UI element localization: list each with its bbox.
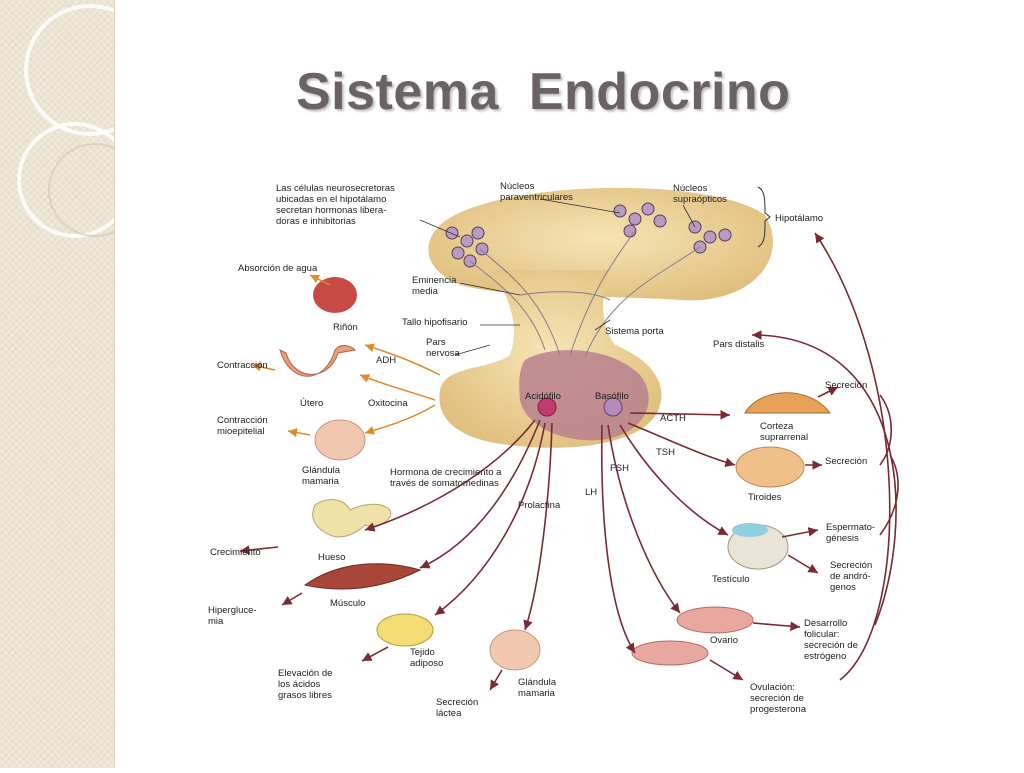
label-thyroid: Tiroides — [748, 492, 782, 503]
mammary-gland-organ-2 — [489, 629, 541, 671]
adipose-tissue-organ — [376, 613, 434, 647]
label-hyperglycemia-1: Hipergluce- — [208, 605, 257, 616]
label-pars-distalis: Pars distalis — [713, 339, 764, 350]
label-neurosecretory-3: secretan hormonas libera- — [276, 205, 386, 216]
label-supraoptic-1: Núcleos — [673, 183, 708, 194]
label-mammary-1: Glándula — [302, 465, 341, 476]
posterior-hormone-arrows — [251, 274, 441, 438]
decorative-circles — [17, 4, 156, 238]
label-fsh: FSH — [610, 463, 629, 474]
label-testis: Testículo — [712, 574, 750, 585]
label-androgen-1: Secreción — [830, 560, 872, 571]
label-fatty-acids-3: grasos libres — [278, 690, 332, 701]
label-ovulation-3: progesterona — [750, 704, 807, 715]
anterior-hormone-arrows — [239, 232, 899, 691]
label-basophil: Basófilo — [595, 391, 629, 402]
label-androgen-2: de andró- — [830, 571, 871, 582]
label-acth: ACTH — [660, 413, 686, 424]
label-water-absorption: Absorción de agua — [238, 263, 318, 274]
label-oxytocin: Oxitocina — [368, 398, 408, 409]
label-portal-system: Sistema porta — [605, 326, 664, 337]
label-myoepithelial-2: mioepitelial — [217, 426, 265, 437]
label-milk-secretion-2: láctea — [436, 708, 462, 719]
label-pars-nervosa-1: Pars — [426, 337, 446, 348]
label-muscle: Músculo — [330, 598, 365, 609]
label-hyperglycemia-2: mia — [208, 616, 224, 627]
label-mammary-2-2: mamaria — [518, 688, 556, 699]
label-adrenal-cortex-2: suprarrenal — [760, 432, 808, 443]
adrenal-cortex-organ — [744, 392, 831, 414]
kidney-organ — [313, 277, 357, 313]
label-mammary-2: mamaria — [302, 476, 340, 487]
label-pars-nervosa-2: nervosa — [426, 348, 461, 359]
label-myoepithelial-1: Contracción — [217, 415, 268, 426]
label-prolactin: Prolactina — [518, 500, 561, 511]
label-pituitary-stalk: Tallo hipofisario — [402, 317, 467, 328]
label-hypothalamus: Hipotálamo — [775, 213, 823, 224]
label-ovulation-2: secreción de — [750, 693, 804, 704]
label-ovulation-1: Ovulación: — [750, 682, 795, 693]
label-paraventricular-2: paraventriculares — [500, 192, 573, 203]
mammary-gland-organ — [314, 419, 366, 461]
label-fatty-acids-1: Elevación de — [278, 668, 332, 679]
label-tsh: TSH — [656, 447, 675, 458]
label-follicular-3: secreción de — [804, 640, 858, 651]
label-eminence-2: media — [412, 286, 439, 297]
label-adipose-2: adiposo — [410, 658, 443, 669]
thyroid-organ — [735, 446, 805, 488]
label-kidney: Riñón — [333, 322, 358, 333]
diagram-labels: Las células neurosecretoras ubicadas en … — [208, 181, 875, 719]
leader-lines — [419, 198, 696, 356]
label-secretion-2: Secreción — [825, 456, 867, 467]
label-acidophil: Acidófilo — [525, 391, 561, 402]
basophil-cell — [603, 397, 623, 417]
hypothalamus-bracket — [757, 186, 771, 248]
label-spermatogenesis-2: génesis — [826, 533, 859, 544]
ovary-organ — [676, 606, 754, 634]
label-secretion-1: Secreción — [825, 380, 867, 391]
label-neurosecretory-4: doras e inhibitorias — [276, 216, 356, 227]
label-lh: LH — [585, 487, 597, 498]
label-adipose-1: Tejido — [410, 647, 435, 658]
label-milk-secretion-1: Secreción — [436, 697, 478, 708]
slide-title: Sistema Endocrino — [296, 63, 791, 121]
label-follicular-2: folicular: — [804, 629, 839, 640]
label-uterus: Útero — [300, 398, 323, 409]
acidophil-cell — [537, 397, 557, 417]
label-supraoptic-2: supraópticos — [673, 194, 727, 205]
epididymis — [732, 523, 768, 537]
ovary-organ-2 — [631, 640, 709, 666]
anterior-lobe-shape — [519, 350, 649, 441]
label-bone: Hueso — [318, 552, 345, 563]
label-growth-hormone-1: Hormona de crecimiento a — [390, 467, 502, 478]
label-neurosecretory-2: ubicadas en el hipotálamo — [276, 194, 386, 205]
label-growth: Crecimiento — [210, 547, 261, 558]
label-paraventricular-1: Núcleos — [500, 181, 535, 192]
label-fatty-acids-2: los ácidos — [278, 679, 320, 690]
label-contraction: Contracción — [217, 360, 268, 371]
uterus-organ — [279, 345, 357, 377]
label-eminence-1: Eminencia — [412, 275, 457, 286]
label-follicular-4: estrógeno — [804, 651, 846, 662]
slide-side-pattern — [0, 0, 156, 768]
label-spermatogenesis-1: Espermato- — [826, 522, 875, 533]
endocrine-diagram: Las células neurosecretoras ubicadas en … — [190, 175, 915, 723]
label-adh: ADH — [376, 355, 396, 366]
axon-fibers — [469, 230, 701, 358]
label-ovary: Ovario — [710, 635, 738, 646]
label-mammary-2-1: Glándula — [518, 677, 557, 688]
label-growth-hormone-2: través de somatomedinas — [390, 478, 499, 489]
label-adrenal-cortex-1: Corteza — [760, 421, 794, 432]
label-androgen-3: genos — [830, 582, 856, 593]
muscle-organ — [303, 563, 422, 590]
label-neurosecretory-1: Las células neurosecretoras — [276, 183, 395, 194]
label-follicular-1: Desarrollo — [804, 618, 847, 629]
